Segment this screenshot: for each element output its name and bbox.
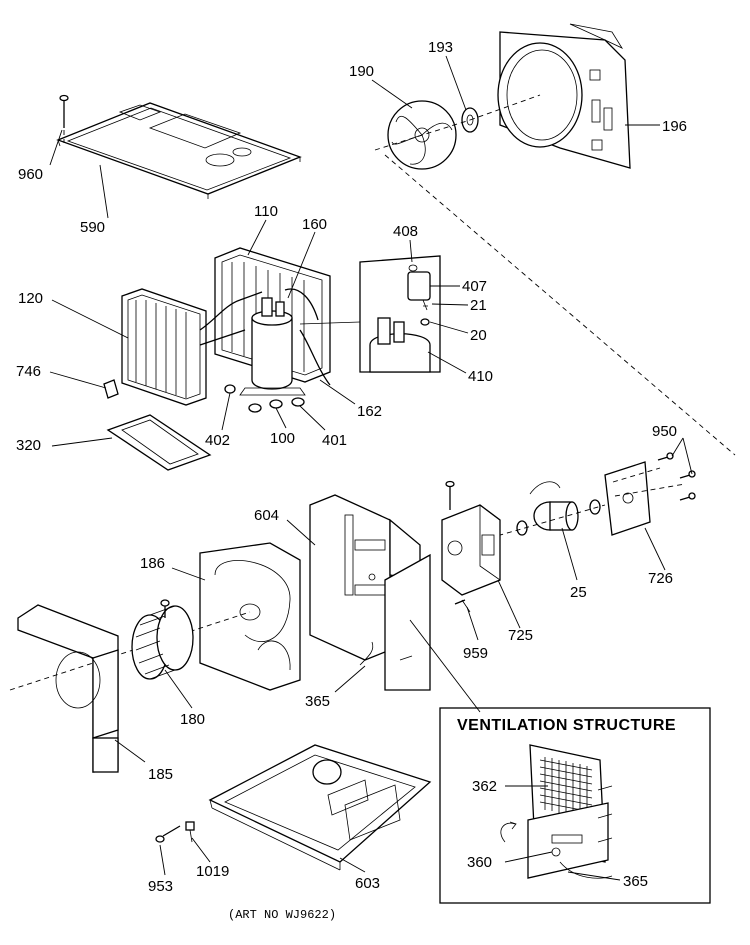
callout-193: 193	[428, 39, 453, 56]
motor-mount-726	[604, 461, 686, 536]
vent-grille-362	[539, 757, 593, 818]
callout-365-inset: 365	[623, 873, 648, 890]
screw-953	[155, 825, 181, 843]
callout-20: 20	[470, 327, 487, 344]
callout-590: 590	[80, 219, 105, 236]
callout-21: 21	[470, 297, 487, 314]
top-cover-590	[56, 102, 302, 199]
callout-410: 410	[468, 368, 493, 385]
callout-162: 162	[357, 403, 382, 420]
callout-402: 402	[205, 432, 230, 449]
callout-110: 110	[254, 203, 278, 220]
fan-shroud-196	[469, 23, 631, 169]
front-panel-185	[17, 604, 119, 773]
callout-186: 186	[140, 555, 165, 572]
callout-726: 726	[648, 570, 673, 587]
callout-746: 746	[16, 363, 41, 380]
callout-407: 407	[462, 278, 487, 295]
evaporator-coil-120	[121, 288, 207, 406]
callout-185: 185	[148, 766, 173, 783]
callout-1019: 1019	[196, 863, 229, 880]
drain-bracket-320	[106, 414, 212, 471]
refrigerant-tubing	[199, 288, 361, 386]
screw-959	[454, 599, 471, 613]
callout-120: 120	[18, 290, 43, 307]
callout-320: 320	[16, 437, 41, 454]
callout-408: 408	[393, 223, 418, 240]
callout-190: 190	[349, 63, 374, 80]
callout-180: 180	[180, 711, 205, 728]
callout-953: 953	[148, 878, 173, 895]
callout-160: 160	[302, 216, 327, 233]
callout-100: 100	[270, 430, 295, 447]
fan-motor-25	[454, 481, 606, 549]
axis-line-fan	[374, 119, 471, 151]
callout-401: 401	[322, 432, 347, 449]
washer-402	[224, 384, 236, 394]
ventilation-structure-inset: VENTILATION STRUCTURE	[439, 707, 711, 904]
inset-title: VENTILATION STRUCTURE	[457, 717, 676, 734]
callout-950: 950	[652, 423, 677, 440]
compressor-100	[239, 297, 306, 396]
callout-196: 196	[662, 118, 687, 135]
base-pan-603	[208, 744, 432, 871]
screws-950	[657, 452, 696, 501]
clip-1019	[185, 821, 195, 843]
callout-725: 725	[508, 627, 533, 644]
callout-959: 959	[463, 645, 488, 662]
callout-365: 365	[305, 693, 330, 710]
callout-362: 362	[472, 778, 497, 795]
callout-604: 604	[254, 507, 279, 524]
partition-604	[309, 494, 431, 691]
scroll-housing-186	[9, 542, 301, 691]
callout-960: 960	[18, 166, 43, 183]
terminal-inset-box	[359, 255, 441, 373]
axis-line-diagonal	[384, 154, 736, 456]
callout-labels: 960 590 190 193 196 110 160 408 407 21 2…	[16, 39, 687, 895]
callout-25: 25	[570, 584, 587, 601]
art-number: (ART NO WJ9622)	[228, 908, 336, 922]
callout-603: 603	[355, 875, 380, 892]
motor-bracket-725	[441, 480, 501, 596]
screw-960	[59, 94, 69, 143]
blower-wheel-180	[131, 599, 194, 680]
support-746	[103, 379, 119, 399]
leader-lines	[49, 55, 693, 881]
callout-360: 360	[467, 854, 492, 871]
